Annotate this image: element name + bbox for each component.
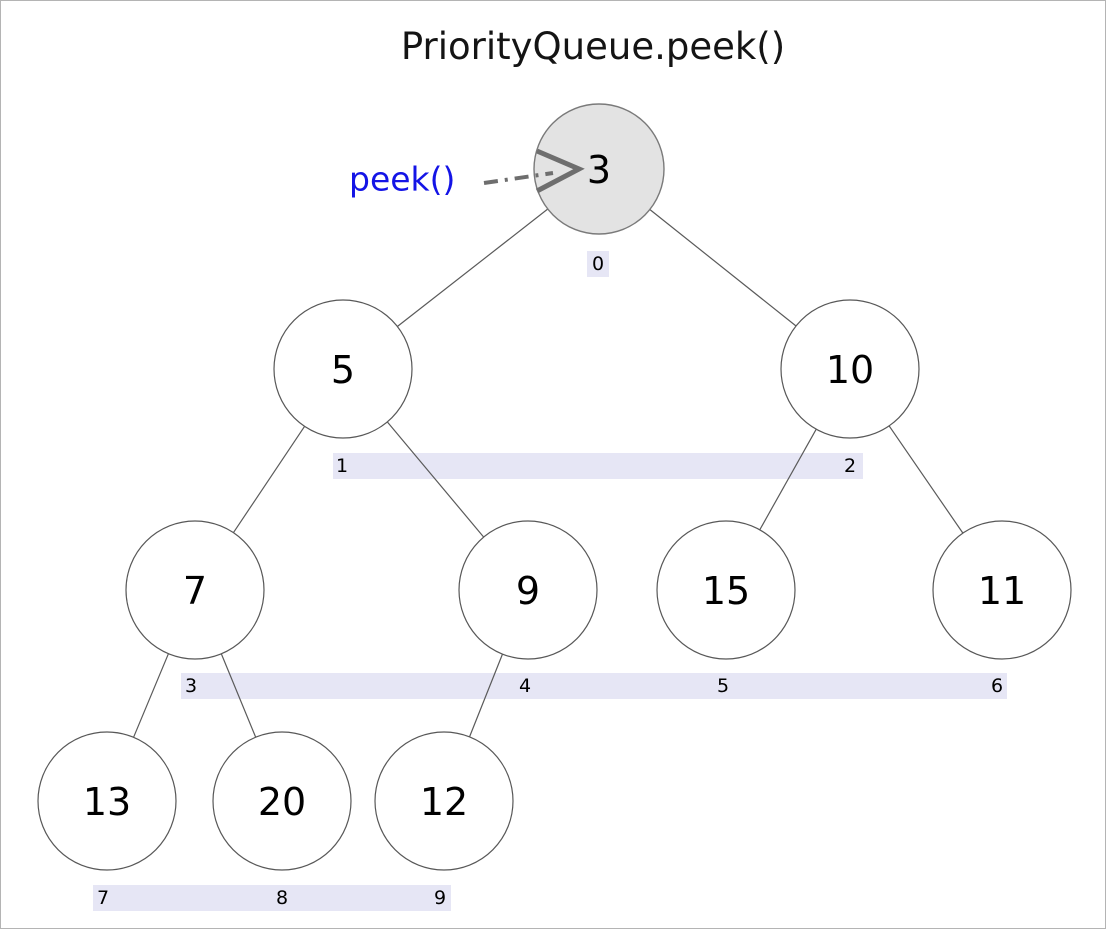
index-band (587, 251, 609, 277)
tree-edge (468, 653, 504, 738)
node-index-label: 0 (592, 253, 604, 275)
tree-node-value: 10 (826, 348, 874, 392)
node-index-label: 7 (97, 887, 109, 909)
tree-edge (397, 208, 549, 327)
tree-node[interactable]: 11 (932, 520, 1072, 660)
index-band (333, 453, 863, 479)
tree-node-circle[interactable] (458, 520, 598, 660)
node-index-label: 3 (185, 675, 197, 697)
index-band (93, 885, 451, 911)
tree-node-value: 3 (587, 148, 611, 192)
tree-node[interactable]: 12 (374, 731, 514, 871)
tree-node[interactable]: 15 (656, 520, 796, 660)
tree-node-value: 13 (83, 780, 131, 824)
node-index-label: 8 (276, 887, 288, 909)
node-index-label: 1 (336, 455, 348, 477)
page-title: PriorityQueue.peek() (401, 25, 785, 68)
tree-edge (133, 653, 169, 738)
tree-node-value: 11 (978, 569, 1026, 613)
tree-node-value: 15 (702, 569, 750, 613)
tree-node[interactable]: 7 (125, 520, 265, 660)
tree-edge (759, 428, 817, 531)
tree-edges-group (133, 208, 964, 738)
tree-node-circle[interactable] (273, 299, 413, 439)
tree-node-circle[interactable] (212, 731, 352, 871)
node-index-label: 2 (844, 455, 856, 477)
tree-node-circle[interactable] (656, 520, 796, 660)
tree-edge (888, 425, 964, 534)
tree-node[interactable]: 13 (37, 731, 177, 871)
tree-node-circle[interactable] (125, 520, 265, 660)
tree-node[interactable]: 5 (273, 299, 413, 439)
node-index-label: 6 (991, 675, 1003, 697)
peek-annotation-label: peek() (349, 160, 455, 199)
node-index-label: 9 (434, 887, 446, 909)
tree-node[interactable]: 3 (533, 103, 665, 235)
tree-node-circle[interactable] (932, 520, 1072, 660)
tree-node[interactable]: 9 (458, 520, 598, 660)
peek-arrow-shaft (483, 171, 554, 185)
tree-node-value: 5 (331, 348, 355, 392)
tree-edge (220, 653, 257, 738)
tree-node-value: 12 (420, 780, 468, 824)
peek-annotation-group: peek() (349, 148, 585, 199)
node-index-label: 5 (717, 675, 729, 697)
tree-node-circle-highlighted[interactable] (533, 103, 665, 235)
tree-node-value: 20 (258, 780, 306, 824)
tree-edge (649, 209, 797, 327)
tree-node-value: 9 (516, 569, 540, 613)
tree-node-circle[interactable] (37, 731, 177, 871)
tree-node-circle[interactable] (780, 299, 920, 439)
tree-node[interactable]: 20 (212, 731, 352, 871)
index-band (181, 673, 1007, 699)
tree-node-circle[interactable] (374, 731, 514, 871)
peek-arrow-head (535, 148, 585, 194)
tree-node[interactable]: 10 (780, 299, 920, 439)
node-index-label: 4 (519, 675, 531, 697)
tree-edge (232, 425, 306, 534)
tree-edge (386, 421, 485, 538)
tree-node-value: 7 (183, 569, 207, 613)
